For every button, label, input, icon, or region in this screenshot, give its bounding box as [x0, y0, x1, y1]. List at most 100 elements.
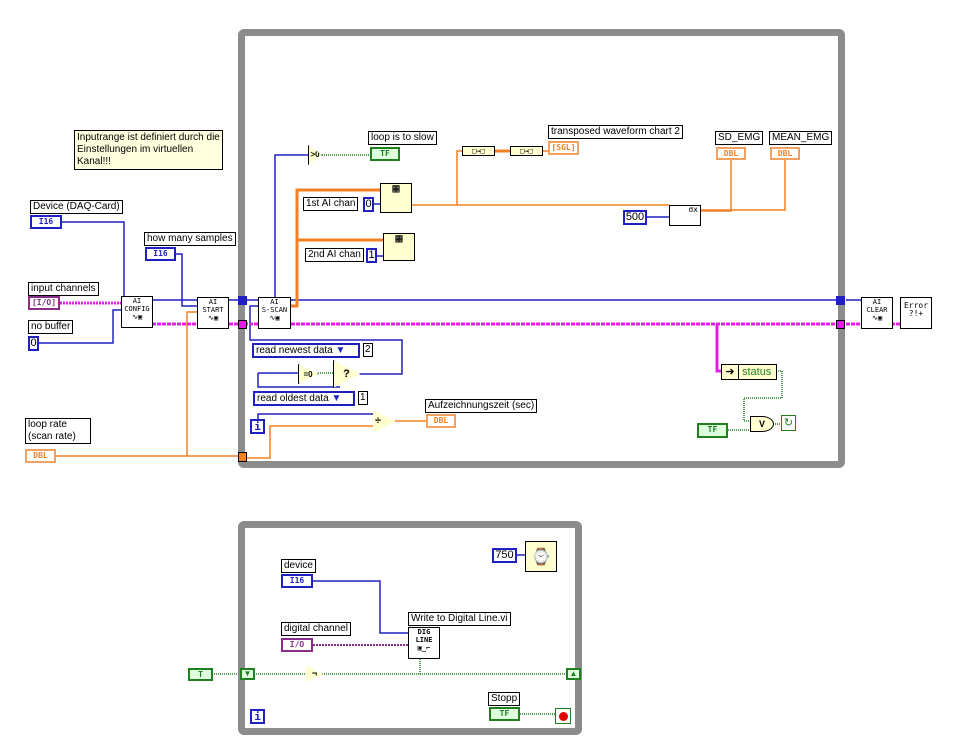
- wire-rate-in: [246, 425, 373, 459]
- wire-samples: [176, 253, 197, 307]
- transpose-node-2[interactable]: □→□: [510, 146, 543, 156]
- loop-rate-terminal[interactable]: DBL: [25, 449, 56, 463]
- digital-step-icon: ▣_⌐: [417, 644, 431, 652]
- write-digital-line-label: Write to Digital Line.vi: [408, 612, 511, 626]
- tunnel-error-out: [836, 320, 845, 329]
- std-length-constant[interactable]: 500: [623, 210, 647, 225]
- read-oldest-ring[interactable]: read oldest data ▼: [253, 391, 355, 406]
- dropdown-arrow-icon: ▼: [335, 345, 346, 356]
- dig-line-line1: DIG: [417, 628, 431, 636]
- aufzeichnungszeit-indicator: DBL: [426, 414, 456, 428]
- no-buffer-label: no buffer: [28, 320, 74, 334]
- wire-err-status: [715, 324, 721, 373]
- input-channels-label: input channels: [28, 282, 99, 296]
- sd-emg-label: SD_EMG: [715, 131, 764, 145]
- loop-slow-label: loop is to slow: [368, 131, 437, 145]
- transpose-icon: □→□: [520, 147, 533, 155]
- wire-no-buffer: [38, 309, 121, 344]
- read-newest-value: 2: [363, 343, 373, 357]
- loop-rate-label: loop rate (scan rate): [25, 418, 91, 444]
- ai-scan-line1: AI: [270, 298, 279, 306]
- wire-sel: [257, 373, 340, 388]
- wait-ms-constant[interactable]: 750: [492, 548, 517, 563]
- ai-clear-line2: CLEAR: [866, 306, 888, 314]
- first-ai-chan-constant[interactable]: 0: [363, 197, 374, 212]
- sigma-icon: σx: [688, 205, 698, 214]
- loop-slow-indicator: TF: [370, 147, 400, 161]
- waveform-icon: ∿▣: [871, 314, 883, 322]
- while-loop-digital: [238, 521, 582, 735]
- unbundle-status-node[interactable]: ➜status: [721, 364, 777, 380]
- second-ai-chan-label: 2nd AI chan: [305, 248, 364, 262]
- how-many-samples-terminal[interactable]: I16: [145, 247, 176, 261]
- wire-status: [743, 370, 783, 422]
- wire-sd: [700, 160, 732, 212]
- transpose-icon: □→□: [472, 147, 485, 155]
- loop-condition-icon[interactable]: ↻: [781, 415, 796, 431]
- or-node[interactable]: V: [750, 416, 774, 432]
- shift-register-right-icon: ▲: [566, 668, 581, 680]
- tunnel-rate: [238, 452, 247, 462]
- watch-icon: ⌚: [531, 547, 551, 566]
- input-channels-terminal[interactable]: [I/O]: [28, 296, 60, 310]
- error-handler-node[interactable]: Error ?!+: [900, 297, 932, 329]
- read-newest-text: read newest data: [256, 345, 333, 356]
- device-label: device: [281, 559, 316, 573]
- stopp-label: Stopp: [488, 692, 521, 706]
- mean-emg-indicator: DBL: [770, 147, 800, 160]
- arrow-right-icon: ➜: [722, 365, 739, 379]
- dropdown-arrow-icon: ▼: [331, 393, 342, 404]
- dig-line-line2: LINE: [415, 636, 433, 644]
- waveform-icon: ∿▣: [207, 314, 219, 322]
- wire-i: [257, 413, 373, 419]
- wire-data: [291, 188, 380, 308]
- stopp-terminal[interactable]: TF: [489, 707, 520, 721]
- second-ai-chan-constant[interactable]: 1: [366, 248, 377, 263]
- ai-start-line1: AI: [208, 298, 218, 306]
- sd-emg-indicator: DBL: [716, 147, 746, 160]
- ai-config-line1: AI: [132, 297, 142, 305]
- stop-condition-icon[interactable]: [555, 708, 571, 724]
- no-buffer-constant[interactable]: 0: [28, 336, 39, 351]
- wait-ms-node[interactable]: ⌚: [525, 541, 557, 572]
- while-loop-main: [238, 29, 845, 468]
- waveform-icon: ∿▣: [131, 313, 143, 321]
- digital-channel-label: digital channel: [281, 622, 351, 636]
- waveform-chart-label: transposed waveform chart 2: [548, 125, 683, 139]
- read-newest-ring[interactable]: read newest data ▼: [252, 343, 360, 358]
- select-icon: ?: [343, 368, 350, 380]
- tunnel-taskid: [238, 296, 247, 305]
- wire-gt0: [274, 154, 308, 300]
- ai-clear-line1: AI: [872, 298, 882, 306]
- how-many-samples-label: how many samples: [144, 232, 236, 246]
- std-deviation-node[interactable]: σx: [669, 205, 701, 226]
- status-text: status: [742, 366, 772, 378]
- tunnel-taskid-out: [836, 296, 845, 305]
- digital-channel-terminal[interactable]: I/O: [281, 638, 313, 652]
- ai-scan-line2: S-SCAN: [261, 306, 288, 314]
- comment-note: Inputrange ist definiert durch die Einst…: [74, 130, 223, 170]
- tf-constant[interactable]: TF: [697, 423, 728, 438]
- ai-start-line2: START: [202, 306, 224, 314]
- wire-mode: [249, 305, 403, 375]
- tunnel-error: [238, 320, 247, 329]
- wire-mean: [700, 160, 786, 211]
- device-terminal[interactable]: I16: [281, 574, 313, 588]
- first-ai-chan-label: 1st AI chan: [303, 197, 359, 211]
- index-array-node-2[interactable]: ▦: [383, 232, 415, 261]
- true-constant[interactable]: T: [188, 668, 213, 681]
- wire-rate-start: [186, 311, 197, 456]
- device-daq-terminal[interactable]: I16: [30, 215, 62, 229]
- index-array-node-1[interactable]: ▦: [380, 182, 412, 213]
- transpose-node-1[interactable]: □→□: [462, 146, 495, 156]
- shift-register-left-icon: ▼: [240, 668, 255, 680]
- waveform-chart-indicator: [SGL]: [548, 141, 579, 155]
- device-daq-label: Device (DAQ-Card): [30, 200, 123, 214]
